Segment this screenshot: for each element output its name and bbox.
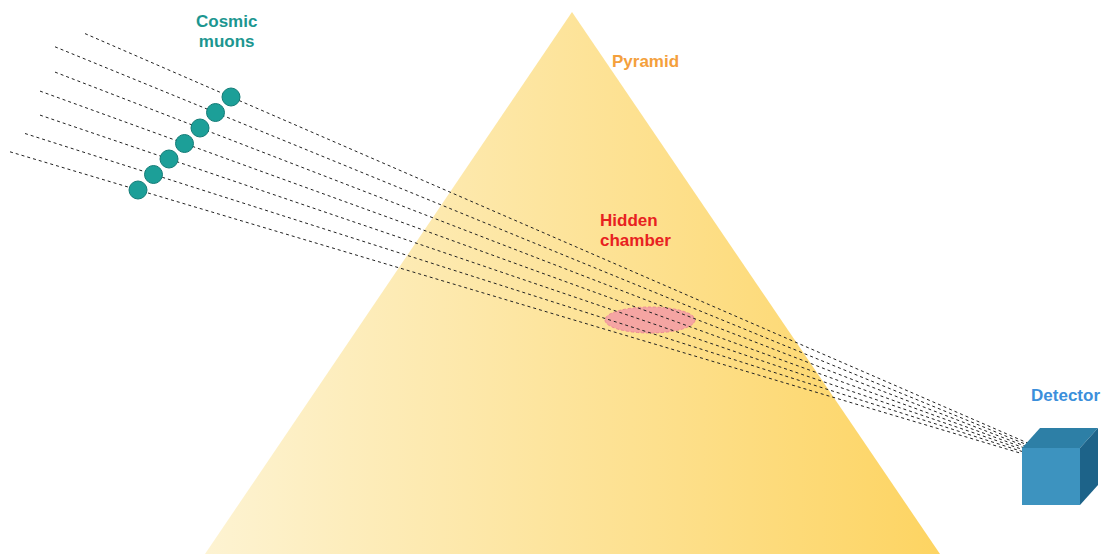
muon-track (55, 72, 1030, 448)
hidden-chamber: Hidden chamber (598, 211, 708, 336)
muon-dot (176, 135, 194, 153)
detector-cube: Detector (1018, 386, 1100, 508)
muon-track (40, 91, 1030, 450)
muon-dot (129, 181, 147, 199)
muon-track (85, 34, 1030, 444)
muon-dot (160, 150, 178, 168)
muon-label: Cosmic muons (196, 12, 257, 52)
muon-track (40, 115, 1030, 452)
pyramid-shape (205, 12, 940, 554)
pyramid-shape: PyramidHidden chamber (205, 12, 940, 554)
muon-track (10, 152, 1030, 456)
muon-dot (207, 104, 225, 122)
muon-track (25, 134, 1030, 455)
node-label: Hidden chamber (600, 211, 671, 251)
node-label: Pyramid (612, 52, 679, 72)
muon-dot (145, 166, 163, 184)
node-label: Detector (1031, 386, 1100, 406)
muon-dot (222, 88, 240, 106)
muon-dot (191, 119, 209, 137)
muon-track (55, 47, 1030, 446)
